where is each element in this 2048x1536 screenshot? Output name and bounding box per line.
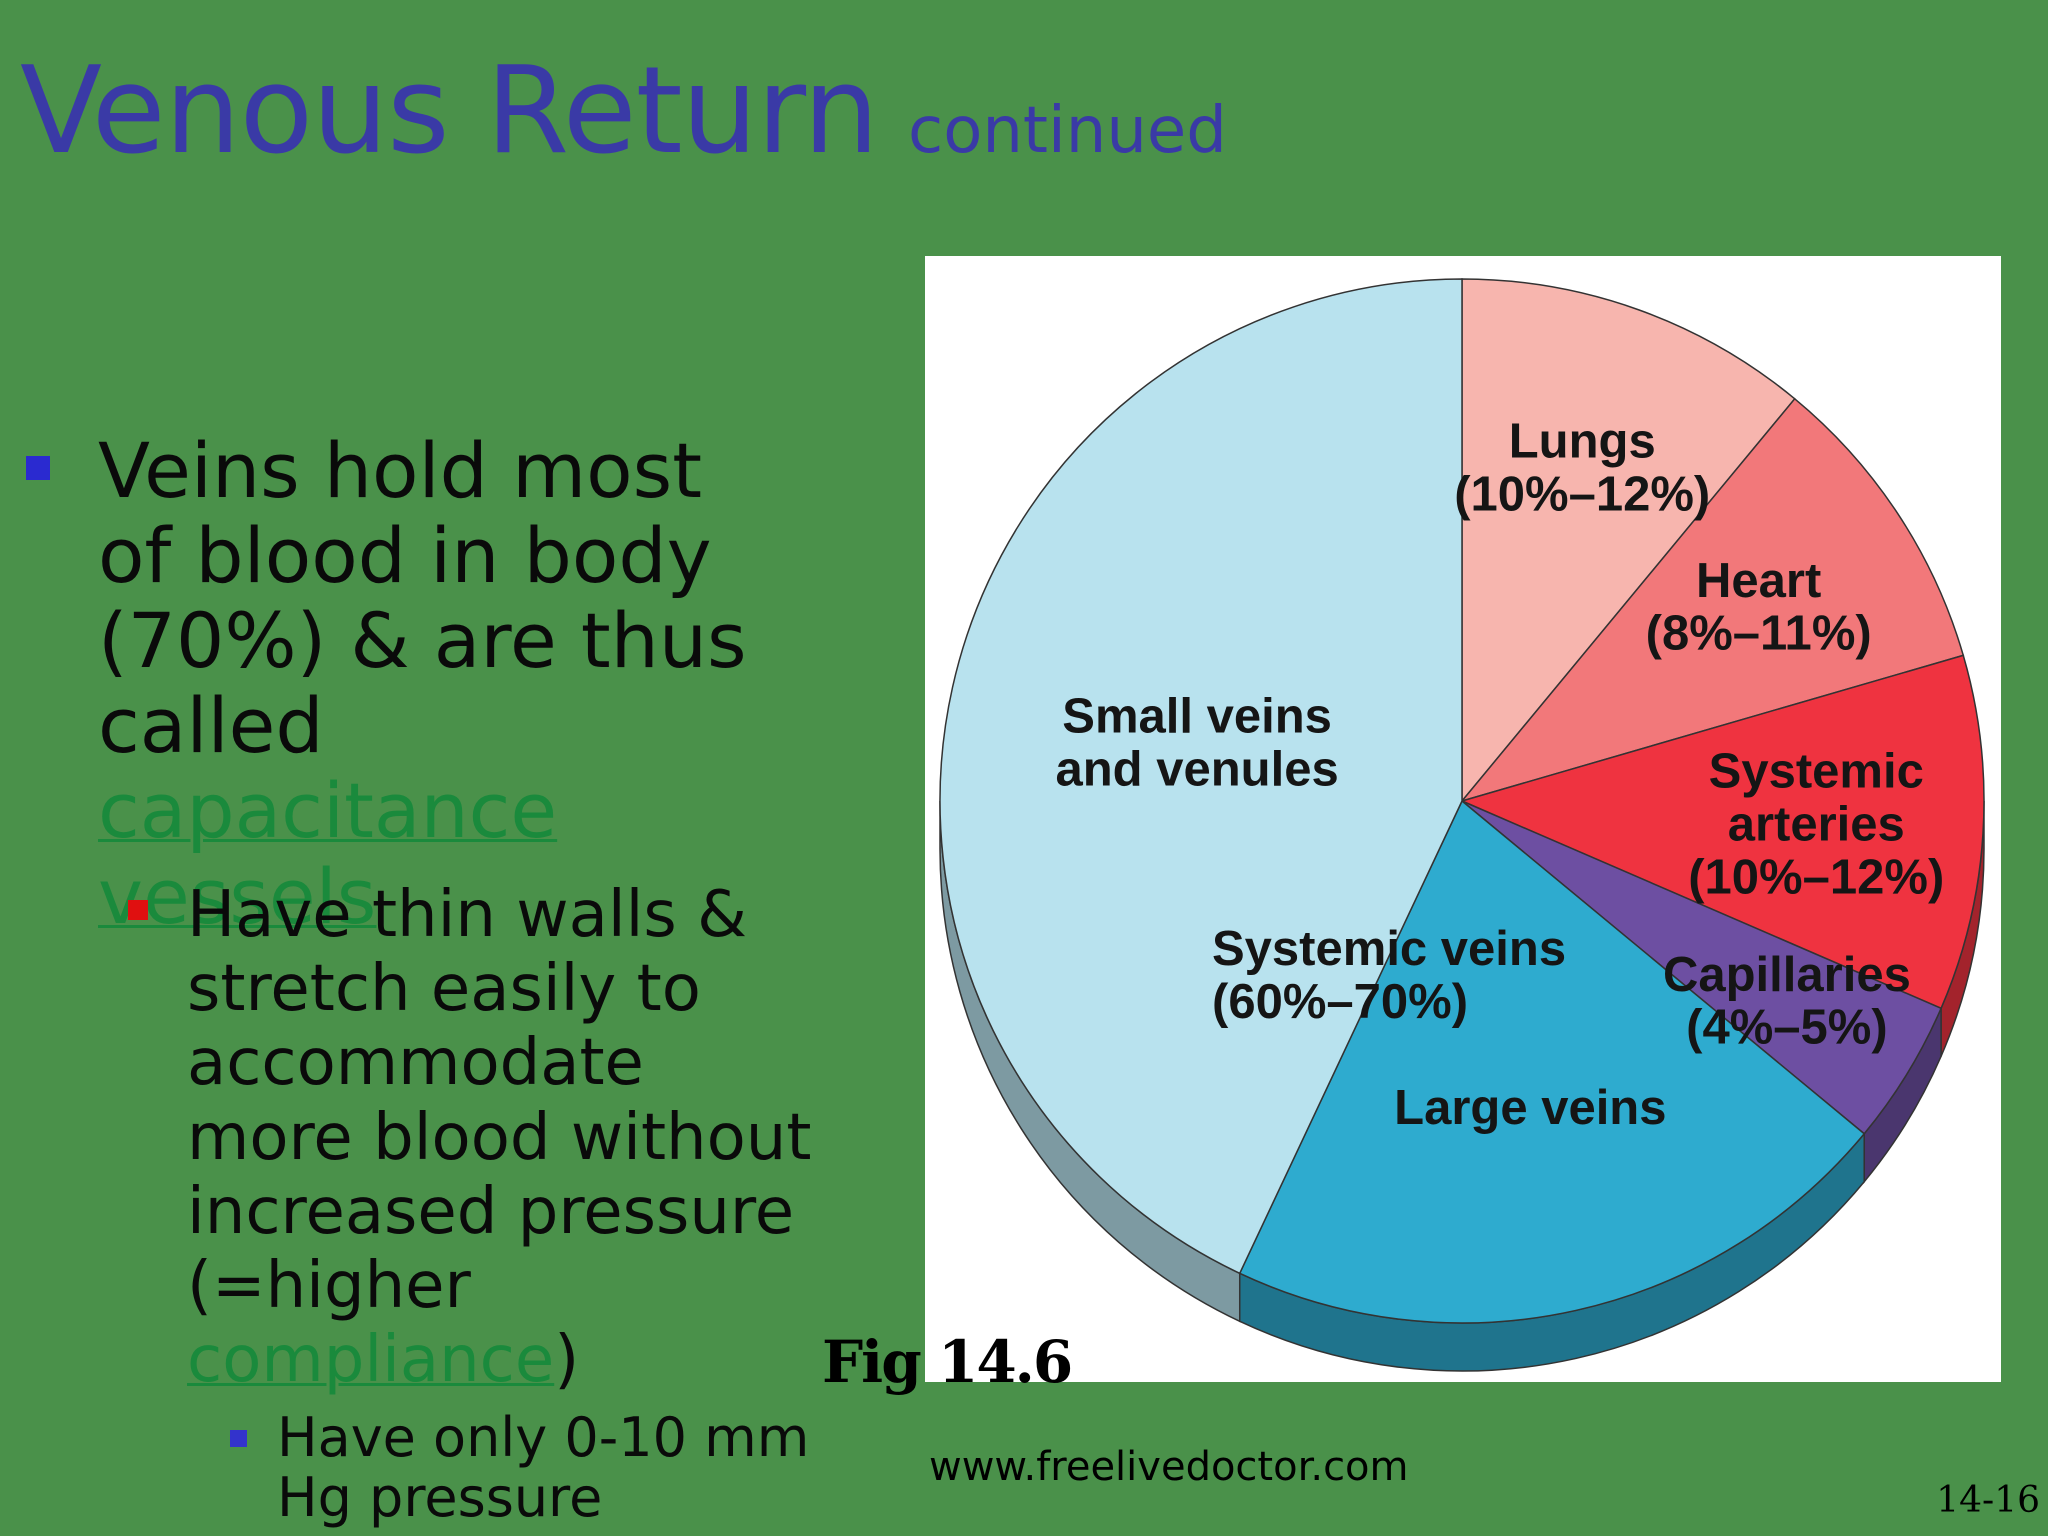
pie-slice-large-veins [1238,799,1866,1324]
bullet-level3: Have only 0-10 mm Hg pressure [277,1408,837,1528]
pie-slice-small-veins [939,278,1463,1275]
bullet-level1-text: Veins hold most of blood in body (70%) &… [98,426,747,771]
pie-label-large-veins: Large veins [1394,1081,1666,1135]
pie-slice-systemic [1459,654,1985,1010]
pie-slice-heart [1459,397,1965,803]
compliance-link[interactable]: compliance [187,1323,555,1398]
pie-label-systemic-veins: Systemic veins(60%–70%) [1212,922,1566,1029]
bullet-level2-text-after: ) [554,1323,580,1398]
capacitance-vessels-link[interactable]: capacitance vessels [98,766,558,941]
pie-label-heart: Heart(8%–11%) [1646,554,1872,661]
title-main: Venous Return [20,42,879,181]
page-number: 14-16 [1936,1480,2040,1521]
bullet-marker-level3 [230,1430,247,1447]
pie-label-capillaries: Capillaries(4%–5%) [1663,948,1911,1055]
bullet-level3-text: Have only 0-10 mm Hg pressure [277,1406,810,1529]
pie-label-lungs: Lungs(10%–12%) [1454,415,1710,522]
bullet-level2-text: Have thin walls & stretch easily to acco… [187,878,812,1324]
figure-label: Fig 14.6 [822,1328,1073,1396]
bullet-marker-level1 [26,456,50,480]
bullet-level1: Veins hold most of blood in body (70%) &… [98,428,798,939]
title-suffix: continued [908,94,1227,168]
slide-title: Venous Return continued [20,42,1227,181]
source-url: www.freelivedoctor.com [929,1444,1409,1490]
pie-slice-lungs [1461,278,1796,804]
bullet-marker-level2 [128,900,148,920]
bullet-level2: Have thin walls & stretch easily to acco… [187,878,827,1398]
